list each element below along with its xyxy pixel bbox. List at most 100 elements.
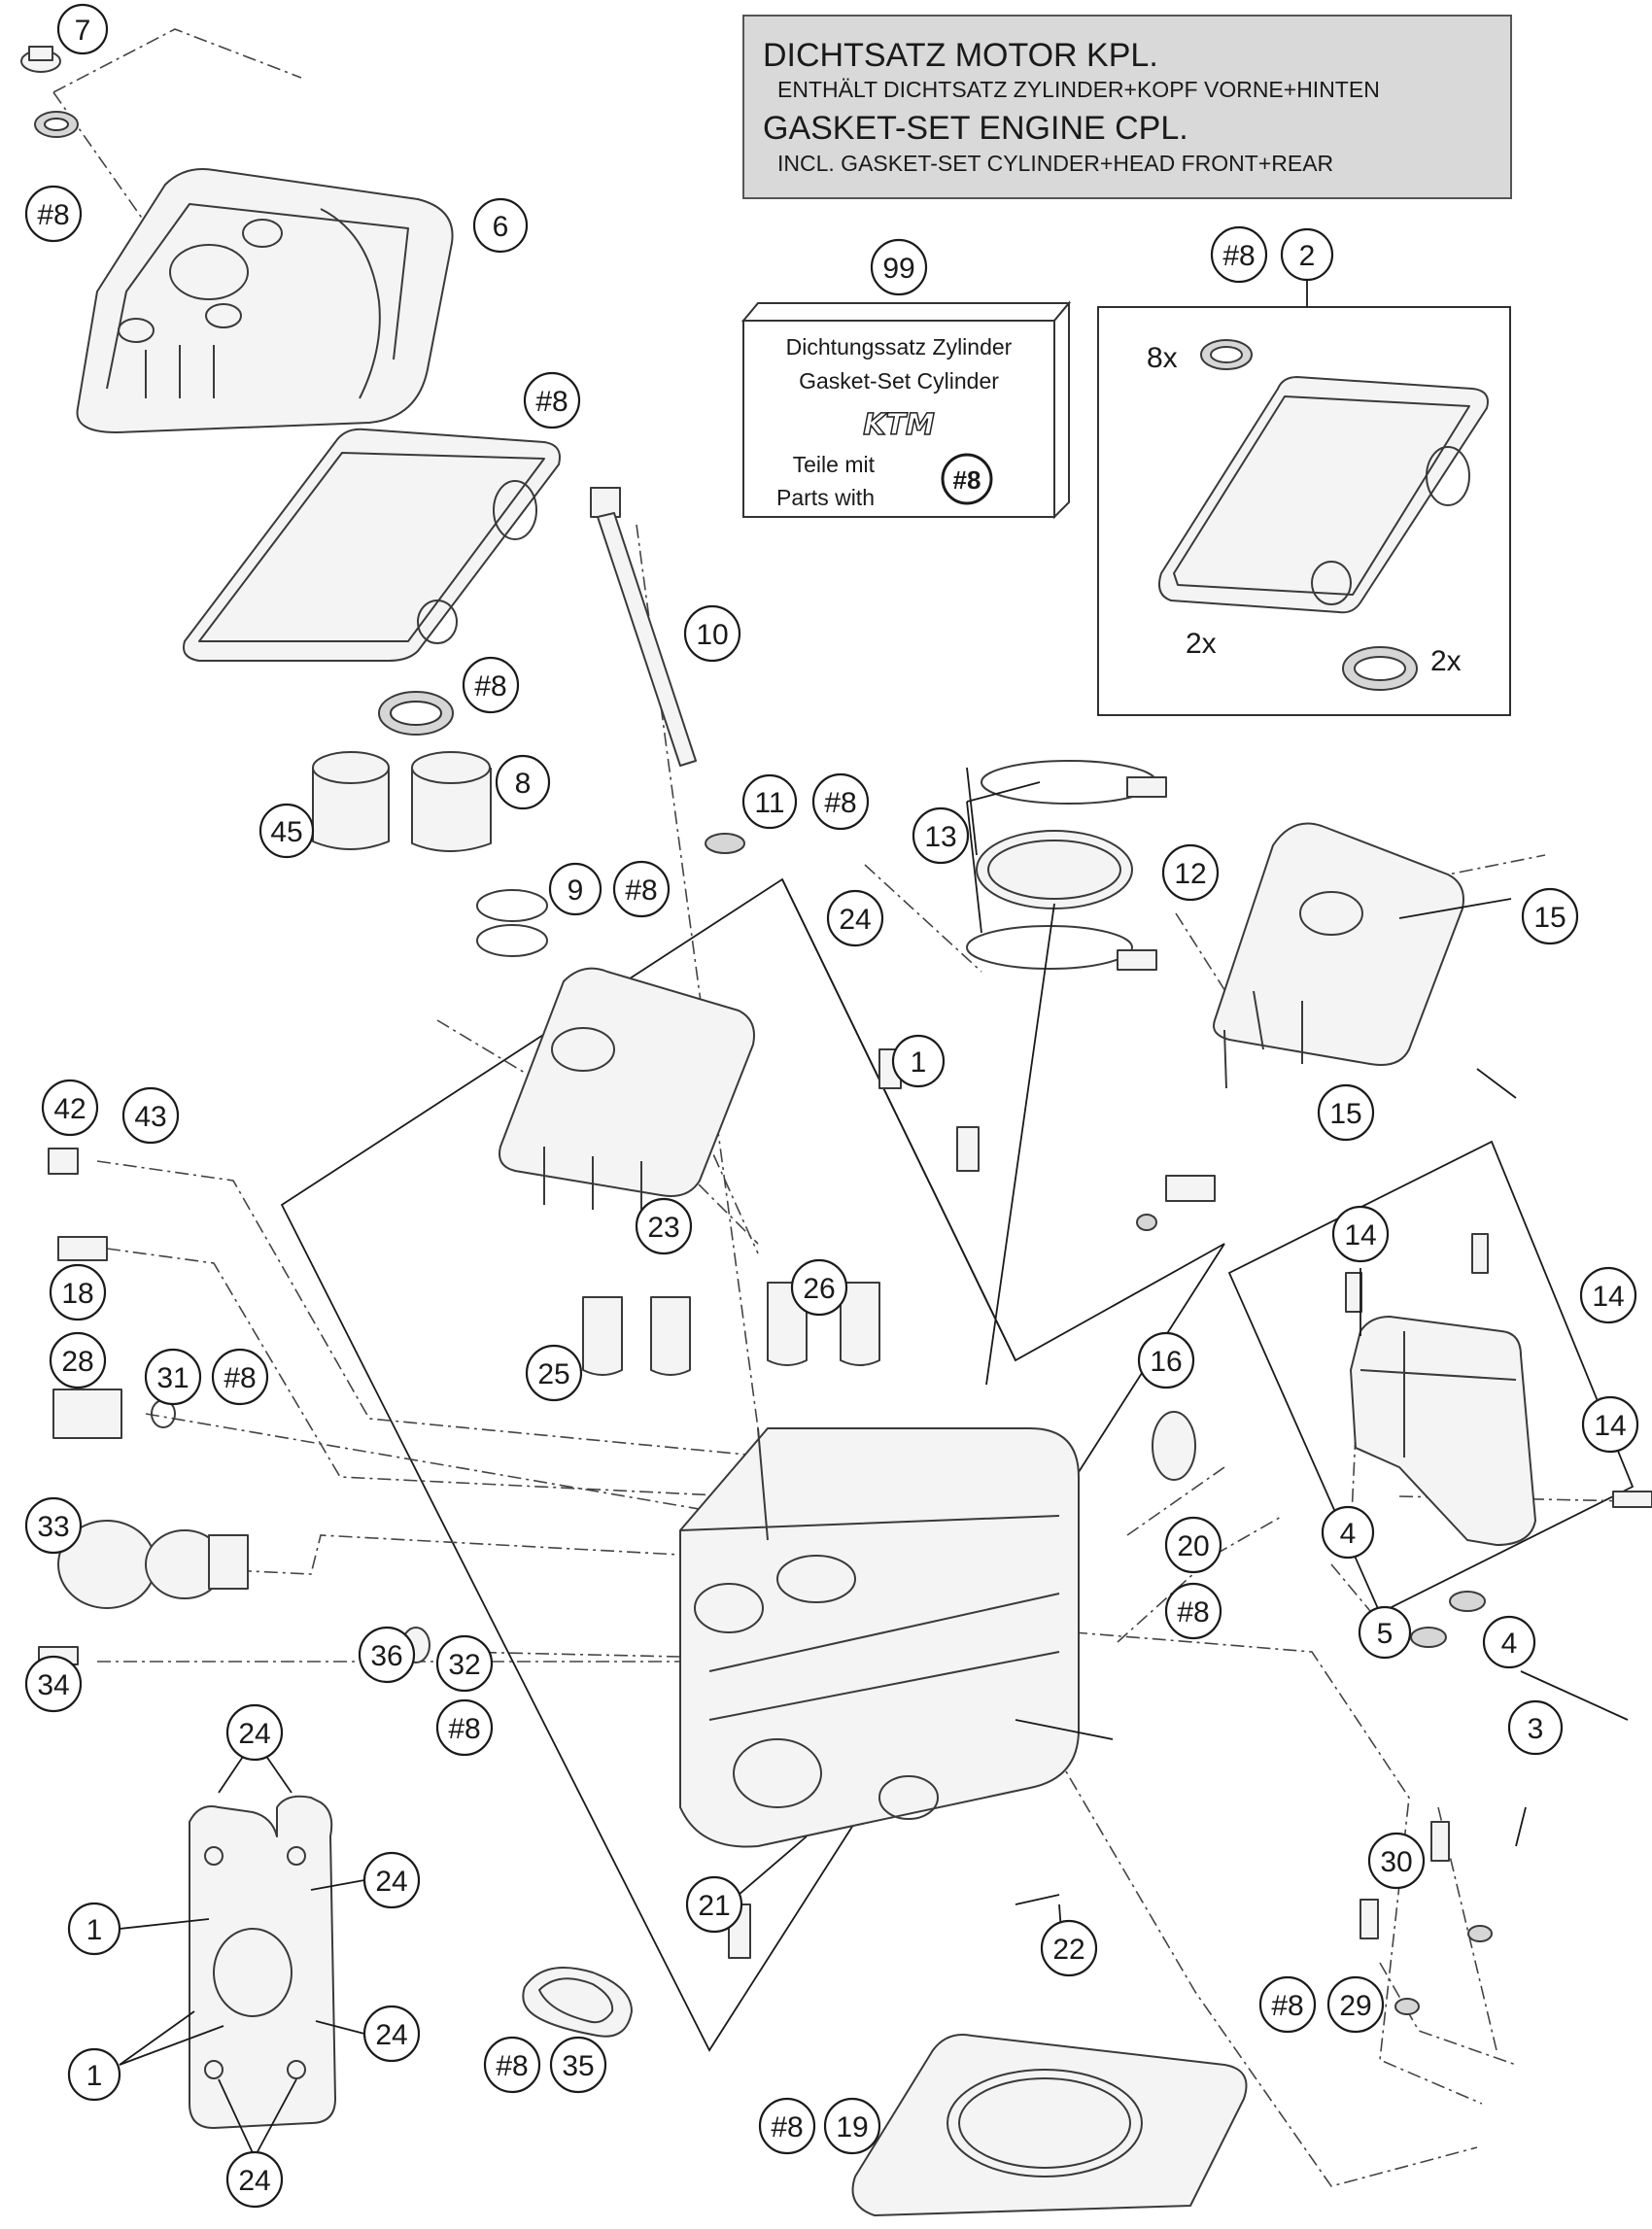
svg-text:23: 23	[647, 1212, 679, 1244]
callout-29: 29	[1326, 1975, 1385, 2034]
callout-8m: #8	[758, 2097, 816, 2155]
callout-22: 22	[1040, 1919, 1098, 1977]
callout-1a: 1	[891, 1034, 946, 1088]
svg-text:#8: #8	[448, 1713, 480, 1745]
svg-text:#8: #8	[496, 2050, 528, 2082]
ktm-logo: KTM	[863, 408, 935, 442]
cylinder-head	[582, 1282, 1080, 1848]
callout-14b: 14	[1579, 1266, 1637, 1324]
callout-8c: #8	[462, 656, 520, 714]
valve-cover-gasket	[183, 428, 561, 662]
callout-8a: #8	[24, 185, 83, 243]
callout-21: 21	[685, 1875, 743, 1934]
intake-flange-clamps	[966, 760, 1167, 971]
callout-8h: #8	[211, 1348, 269, 1406]
callout-23: 23	[635, 1197, 693, 1255]
svg-text:4: 4	[1501, 1628, 1518, 1660]
svg-text:42: 42	[53, 1093, 86, 1125]
callout-14c: 14	[1581, 1395, 1639, 1454]
svg-text:35: 35	[562, 2050, 594, 2082]
svg-text:13: 13	[924, 821, 956, 853]
callout-45: 45	[258, 803, 315, 859]
callout-18: 18	[49, 1263, 107, 1321]
callout-36: 36	[358, 1626, 416, 1684]
svg-text:33: 33	[37, 1511, 69, 1543]
svg-text:7: 7	[75, 15, 91, 47]
callout-12: 12	[1161, 843, 1220, 902]
svg-text:25: 25	[537, 1358, 569, 1390]
valve-cover	[76, 168, 454, 433]
kit-2-qty-rings: 8x	[1147, 342, 1178, 374]
note-line-4: INCL. GASKET-SET CYLINDER+HEAD FRONT+REA…	[777, 151, 1333, 176]
svg-text:99: 99	[882, 253, 914, 285]
cylinder-head-bolt	[590, 487, 745, 854]
callout-4b: 4	[1482, 1615, 1536, 1669]
callout-5: 5	[1358, 1605, 1412, 1660]
note-line-1: DICHTSATZ MOTOR KPL.	[763, 37, 1158, 74]
svg-text:#8: #8	[1271, 1990, 1303, 2022]
svg-text:3: 3	[1528, 1713, 1544, 1745]
kit-line-2: Gasket-Set Cylinder	[799, 368, 999, 394]
callout-8j: #8	[435, 1698, 494, 1757]
svg-text:1: 1	[86, 1914, 103, 1946]
callout-24c: 24	[362, 1851, 421, 1909]
callout-8e: #8	[612, 860, 671, 918]
callout-24d: 24	[362, 2005, 421, 2063]
callout-25: 25	[525, 1344, 583, 1402]
svg-text:19: 19	[836, 2111, 868, 2143]
kit-line-3: Teile mit	[793, 452, 876, 477]
svg-text:43: 43	[134, 1101, 166, 1133]
spark-plug-shafts	[312, 691, 548, 957]
callout-4a: 4	[1321, 1505, 1375, 1560]
chain-tensioner-cover	[1345, 1233, 1652, 1648]
kit-badge-circle	[941, 453, 993, 505]
callout-8g: #8	[1210, 225, 1268, 284]
svg-text:#8: #8	[224, 1362, 256, 1394]
svg-text:#8: #8	[535, 386, 568, 418]
note-line-3: GASKET-SET ENGINE CPL.	[763, 110, 1188, 147]
kit-badge: #8	[953, 465, 981, 495]
callout-26: 26	[790, 1258, 848, 1317]
svg-text:21: 21	[698, 1890, 730, 1922]
callout-24b: 24	[225, 1703, 284, 1762]
kit-2-qty-gasket: 2x	[1186, 628, 1217, 660]
svg-text:12: 12	[1174, 858, 1206, 890]
callout-31: 31	[144, 1348, 202, 1406]
svg-text:#8: #8	[625, 874, 657, 907]
svg-text:8: 8	[515, 768, 532, 800]
svg-text:24: 24	[238, 2165, 270, 2197]
callout-9: 9	[548, 862, 602, 916]
svg-text:31: 31	[156, 1362, 189, 1394]
callout-33: 33	[24, 1496, 83, 1555]
svg-text:4: 4	[1340, 1518, 1357, 1550]
gasket-set-note: DICHTSATZ MOTOR KPL. ENTHÄLT DICHTSATZ Z…	[742, 15, 1512, 199]
callout-15a: 15	[1521, 887, 1579, 945]
callout-32: 32	[435, 1634, 494, 1693]
kit-line-4: Parts with	[776, 485, 875, 510]
svg-text:9: 9	[568, 874, 584, 907]
kit-line-1: Dichtungssatz Zylinder	[786, 334, 1013, 360]
camshaft-carrier-right	[1213, 822, 1464, 1089]
svg-text:11: 11	[754, 787, 784, 819]
cylinder-gasket-kit-box: Dichtungssatz Zylinder Gasket-Set Cylind…	[740, 300, 1072, 520]
callout-11: 11	[741, 773, 798, 830]
svg-text:14: 14	[1344, 1219, 1376, 1252]
callout-1b: 1	[67, 1902, 121, 1956]
callout-99: 99	[870, 238, 928, 296]
callout-35: 35	[549, 2036, 607, 2094]
callout-6: 6	[472, 197, 529, 254]
oil-filler-plug	[20, 46, 79, 138]
callout-8f: #8	[811, 772, 870, 831]
svg-text:24: 24	[238, 1718, 270, 1750]
callout-13: 13	[912, 806, 970, 865]
svg-text:14: 14	[1592, 1281, 1624, 1313]
svg-text:28: 28	[61, 1346, 93, 1378]
callout-8b: #8	[523, 371, 581, 429]
callout-24a: 24	[826, 889, 884, 947]
assembly-frames	[280, 877, 1635, 2052]
svg-text:2: 2	[1299, 240, 1316, 272]
svg-text:30: 30	[1380, 1846, 1412, 1878]
callout-8d: 8	[495, 754, 551, 810]
callout-1c: 1	[67, 2047, 121, 2102]
